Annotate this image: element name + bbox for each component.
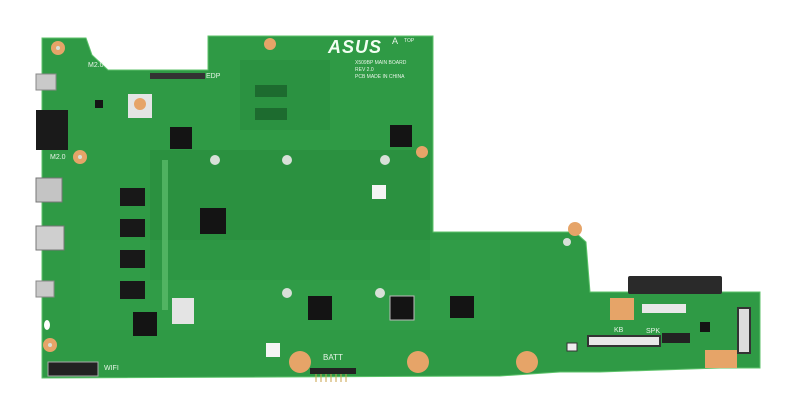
ic-chip <box>133 312 157 336</box>
sata-label-area <box>642 304 686 313</box>
edp-label: EDP <box>206 73 221 80</box>
cpu-chip <box>200 208 226 234</box>
revision-label: REV 2.0 <box>355 67 374 73</box>
ram-chip <box>120 219 145 237</box>
gold-pad-square <box>610 298 634 320</box>
ram-chip <box>120 250 145 268</box>
usb-a-port <box>35 225 65 251</box>
usb-c-port <box>35 73 57 91</box>
asus-logo: ASUS <box>328 37 383 57</box>
ic-chip <box>450 296 474 318</box>
spk-label: SPK <box>646 328 661 335</box>
m2-top-label: M2.0 <box>88 62 104 69</box>
flash-area <box>255 85 287 97</box>
ic-chip <box>308 296 332 320</box>
gold-pad-square <box>705 350 737 368</box>
side-label: TOP <box>404 38 415 44</box>
flash-area <box>255 108 287 120</box>
hdmi-port <box>35 177 63 203</box>
ram-slot-pads <box>162 160 168 310</box>
trace-region <box>150 150 430 280</box>
batt-label: BATT <box>323 353 343 362</box>
battery-connector <box>310 368 356 374</box>
ram-chip <box>120 281 145 299</box>
shield-plate <box>172 298 194 324</box>
origin-label: PCB MADE IN CHINA <box>355 74 405 80</box>
qr-label <box>266 343 280 357</box>
ram-chip <box>120 188 145 206</box>
slot-hole <box>44 320 50 330</box>
touchpad-connector <box>737 307 751 354</box>
m2-left-label: M2.0 <box>50 154 66 161</box>
wifi-m2-slot <box>47 361 99 377</box>
fpc-connector <box>566 342 578 352</box>
audio-jack <box>36 110 68 150</box>
ic-chip <box>95 100 103 108</box>
battery-pins <box>315 374 347 382</box>
keyboard-connector <box>587 335 661 347</box>
revision-mark: A <box>392 36 399 46</box>
ic-chip <box>390 125 412 147</box>
qr-label <box>372 185 386 199</box>
ic-chip <box>389 295 415 321</box>
ic-chip <box>700 322 710 332</box>
usb-c-port-2 <box>35 280 55 298</box>
kb-label: KB <box>614 327 624 334</box>
mounting-holes <box>48 46 571 347</box>
edp-connector <box>150 73 205 79</box>
sata-connector <box>628 276 722 294</box>
ic-chip <box>170 127 192 149</box>
speaker-connector <box>662 333 690 343</box>
model-label: X509BP MAIN BOARD <box>355 60 407 66</box>
wifi-label: WIFI <box>104 365 119 372</box>
